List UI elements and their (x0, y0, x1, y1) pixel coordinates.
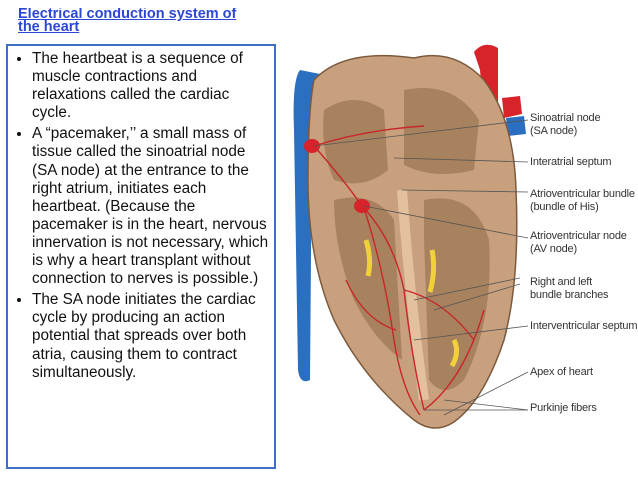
leader-lines (313, 119, 529, 416)
label-apex: Apex of heart (530, 366, 593, 378)
right-atrium (323, 100, 388, 184)
sa-node (304, 139, 320, 153)
bullet-list: The heartbeat is a sequence of muscle co… (8, 46, 274, 382)
label-sa-node: Sinoatrial node (SA node) (530, 112, 601, 137)
slide-title: Electrical conduction system of the hear… (18, 8, 237, 35)
bullet-item: A “pacemaker,’’ a small mass of tissue c… (32, 125, 270, 288)
bullet-item: The SA node initiates the cardiac cycle … (32, 291, 270, 381)
label-interventricular-septum: Interventricular septum (530, 320, 638, 332)
yellow-accent (427, 249, 437, 293)
label-interatrial-septum: Interatrial septum (530, 156, 612, 168)
vena-cava (293, 70, 320, 382)
label-purkinje: Purkinje fibers (530, 402, 597, 414)
yellow-accent (449, 338, 460, 368)
label-bundle-branches: Right and left bundle branches (530, 276, 609, 301)
label-av-bundle: Atrioventricular bundle (bundle of His) (530, 188, 635, 213)
label-av-node: Atrioventricular node (AV node) (530, 230, 627, 255)
conduction-pathways (313, 125, 485, 416)
heart-conduction-figure: Sinoatrial node (SA node) Interatrial se… (284, 40, 638, 474)
left-atrium (404, 88, 479, 174)
heart-illustration (293, 44, 529, 429)
aorta-branch (502, 96, 522, 118)
bullet-text-box: The heartbeat is a sequence of muscle co… (6, 44, 276, 469)
yellow-accent (363, 239, 373, 277)
bullet-item: The heartbeat is a sequence of muscle co… (32, 50, 270, 122)
